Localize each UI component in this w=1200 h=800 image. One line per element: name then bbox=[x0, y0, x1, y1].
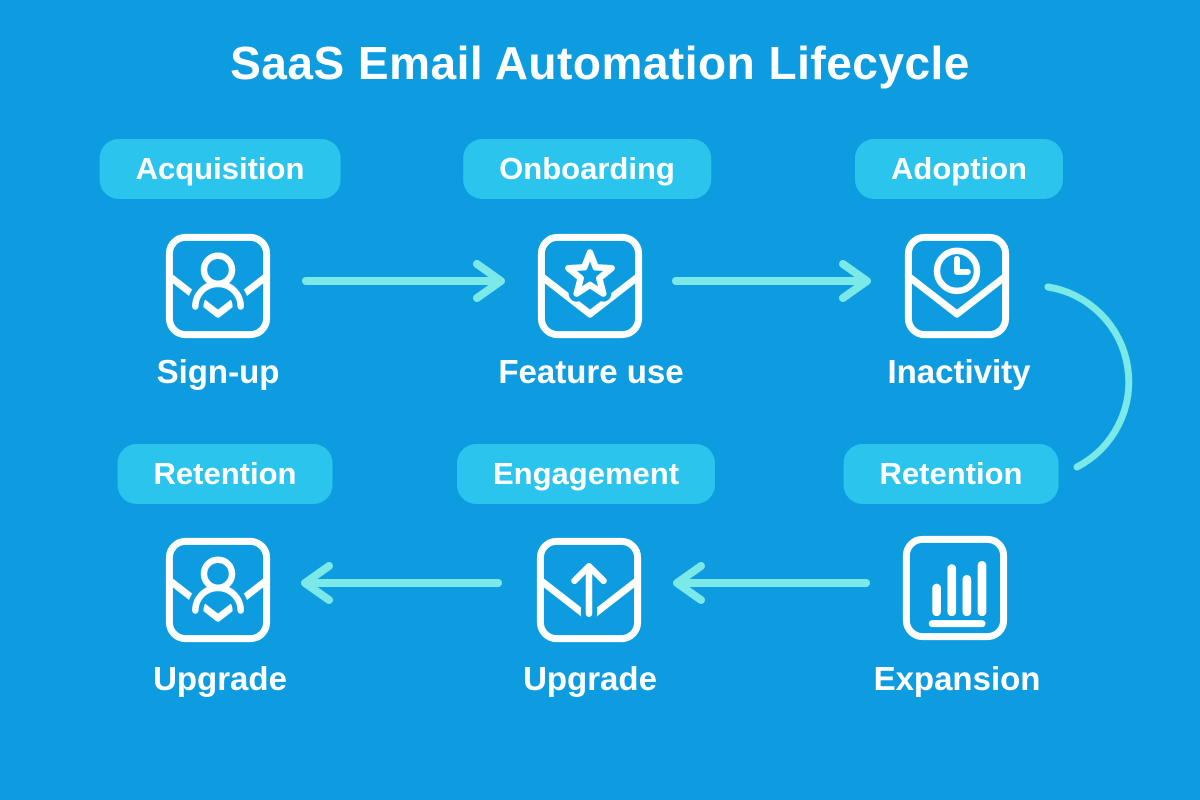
stage-badge: Retention bbox=[843, 444, 1059, 504]
page-title: SaaS Email Automation Lifecycle bbox=[230, 37, 970, 89]
arrow-featureuse-to-inactivity bbox=[672, 260, 871, 302]
envelope-star-icon bbox=[537, 233, 643, 339]
stage-label: Feature use bbox=[498, 353, 684, 390]
arrow-expansion-to-upgrade bbox=[673, 562, 870, 604]
stage-label: Upgrade bbox=[153, 660, 287, 697]
stage-badge: Engagement bbox=[456, 444, 716, 504]
stage-label: Upgrade bbox=[523, 660, 657, 697]
stage-badge: Acquisition bbox=[99, 139, 341, 199]
envelope-user-icon bbox=[165, 537, 271, 643]
stage-badge: Onboarding bbox=[463, 139, 711, 199]
envelope-clock-icon bbox=[904, 233, 1010, 339]
stage-badge: Retention bbox=[117, 444, 333, 504]
bar-chart-icon bbox=[902, 535, 1008, 641]
stage-label: Expansion bbox=[873, 660, 1041, 697]
arrow-signup-to-featureuse bbox=[302, 260, 505, 302]
envelope-arrow-up-icon bbox=[536, 537, 642, 643]
stage-label: Inactivity bbox=[887, 353, 1031, 390]
arc-inactivity-to-retention bbox=[1044, 283, 1133, 471]
arrow-upgrade-to-upgrade bbox=[301, 562, 502, 604]
stage-label: Sign-up bbox=[156, 353, 280, 390]
stage-badge: Adoption bbox=[854, 139, 1064, 199]
envelope-user-icon bbox=[165, 233, 271, 339]
